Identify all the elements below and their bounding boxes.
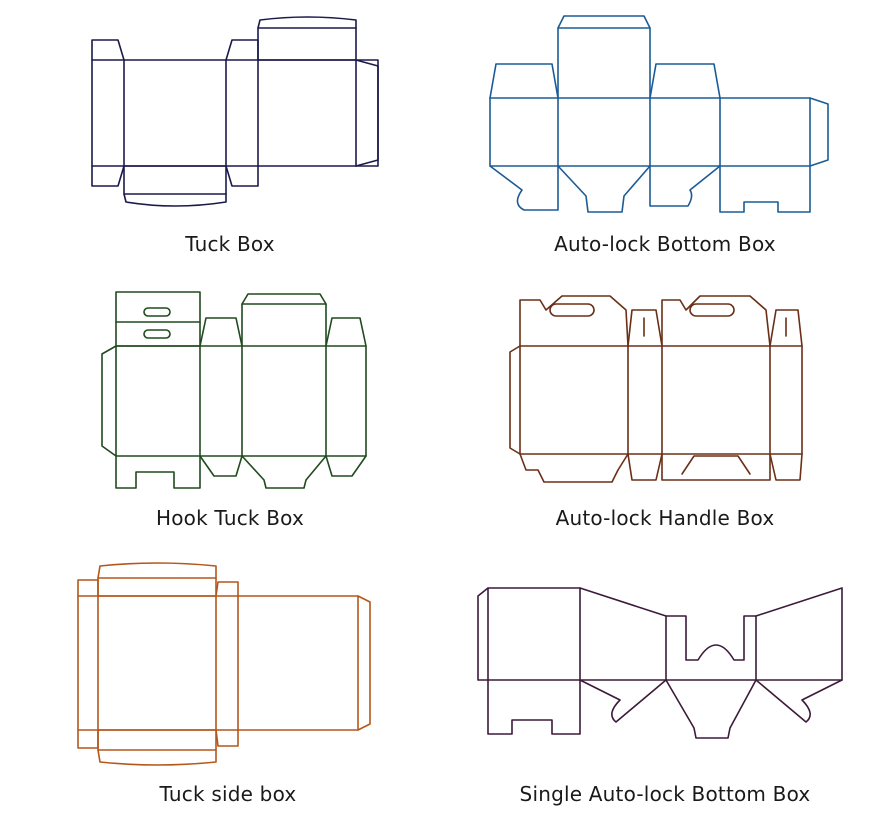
caption-auto-lock-bottom-box: Auto-lock Bottom Box bbox=[554, 232, 776, 256]
caption-tuck-side-box: Tuck side box bbox=[159, 782, 297, 806]
tuck-side-box-lines bbox=[77, 562, 371, 766]
tuck-box-lines bbox=[91, 16, 379, 207]
hook-tuck-box-lines bbox=[101, 291, 367, 489]
caption-auto-lock-handle-box: Auto-lock Handle Box bbox=[555, 506, 775, 530]
caption-hook-tuck-box: Hook Tuck Box bbox=[155, 506, 305, 530]
auto-lock-handle-box-lines bbox=[509, 295, 803, 483]
caption-tuck-box: Tuck Box bbox=[185, 232, 275, 256]
caption-single-auto-lock-bottom-box: Single Auto-lock Bottom Box bbox=[519, 782, 811, 806]
single-auto-lock-bottom-box-lines bbox=[477, 587, 843, 739]
auto-lock-bottom-box-lines bbox=[489, 15, 829, 213]
